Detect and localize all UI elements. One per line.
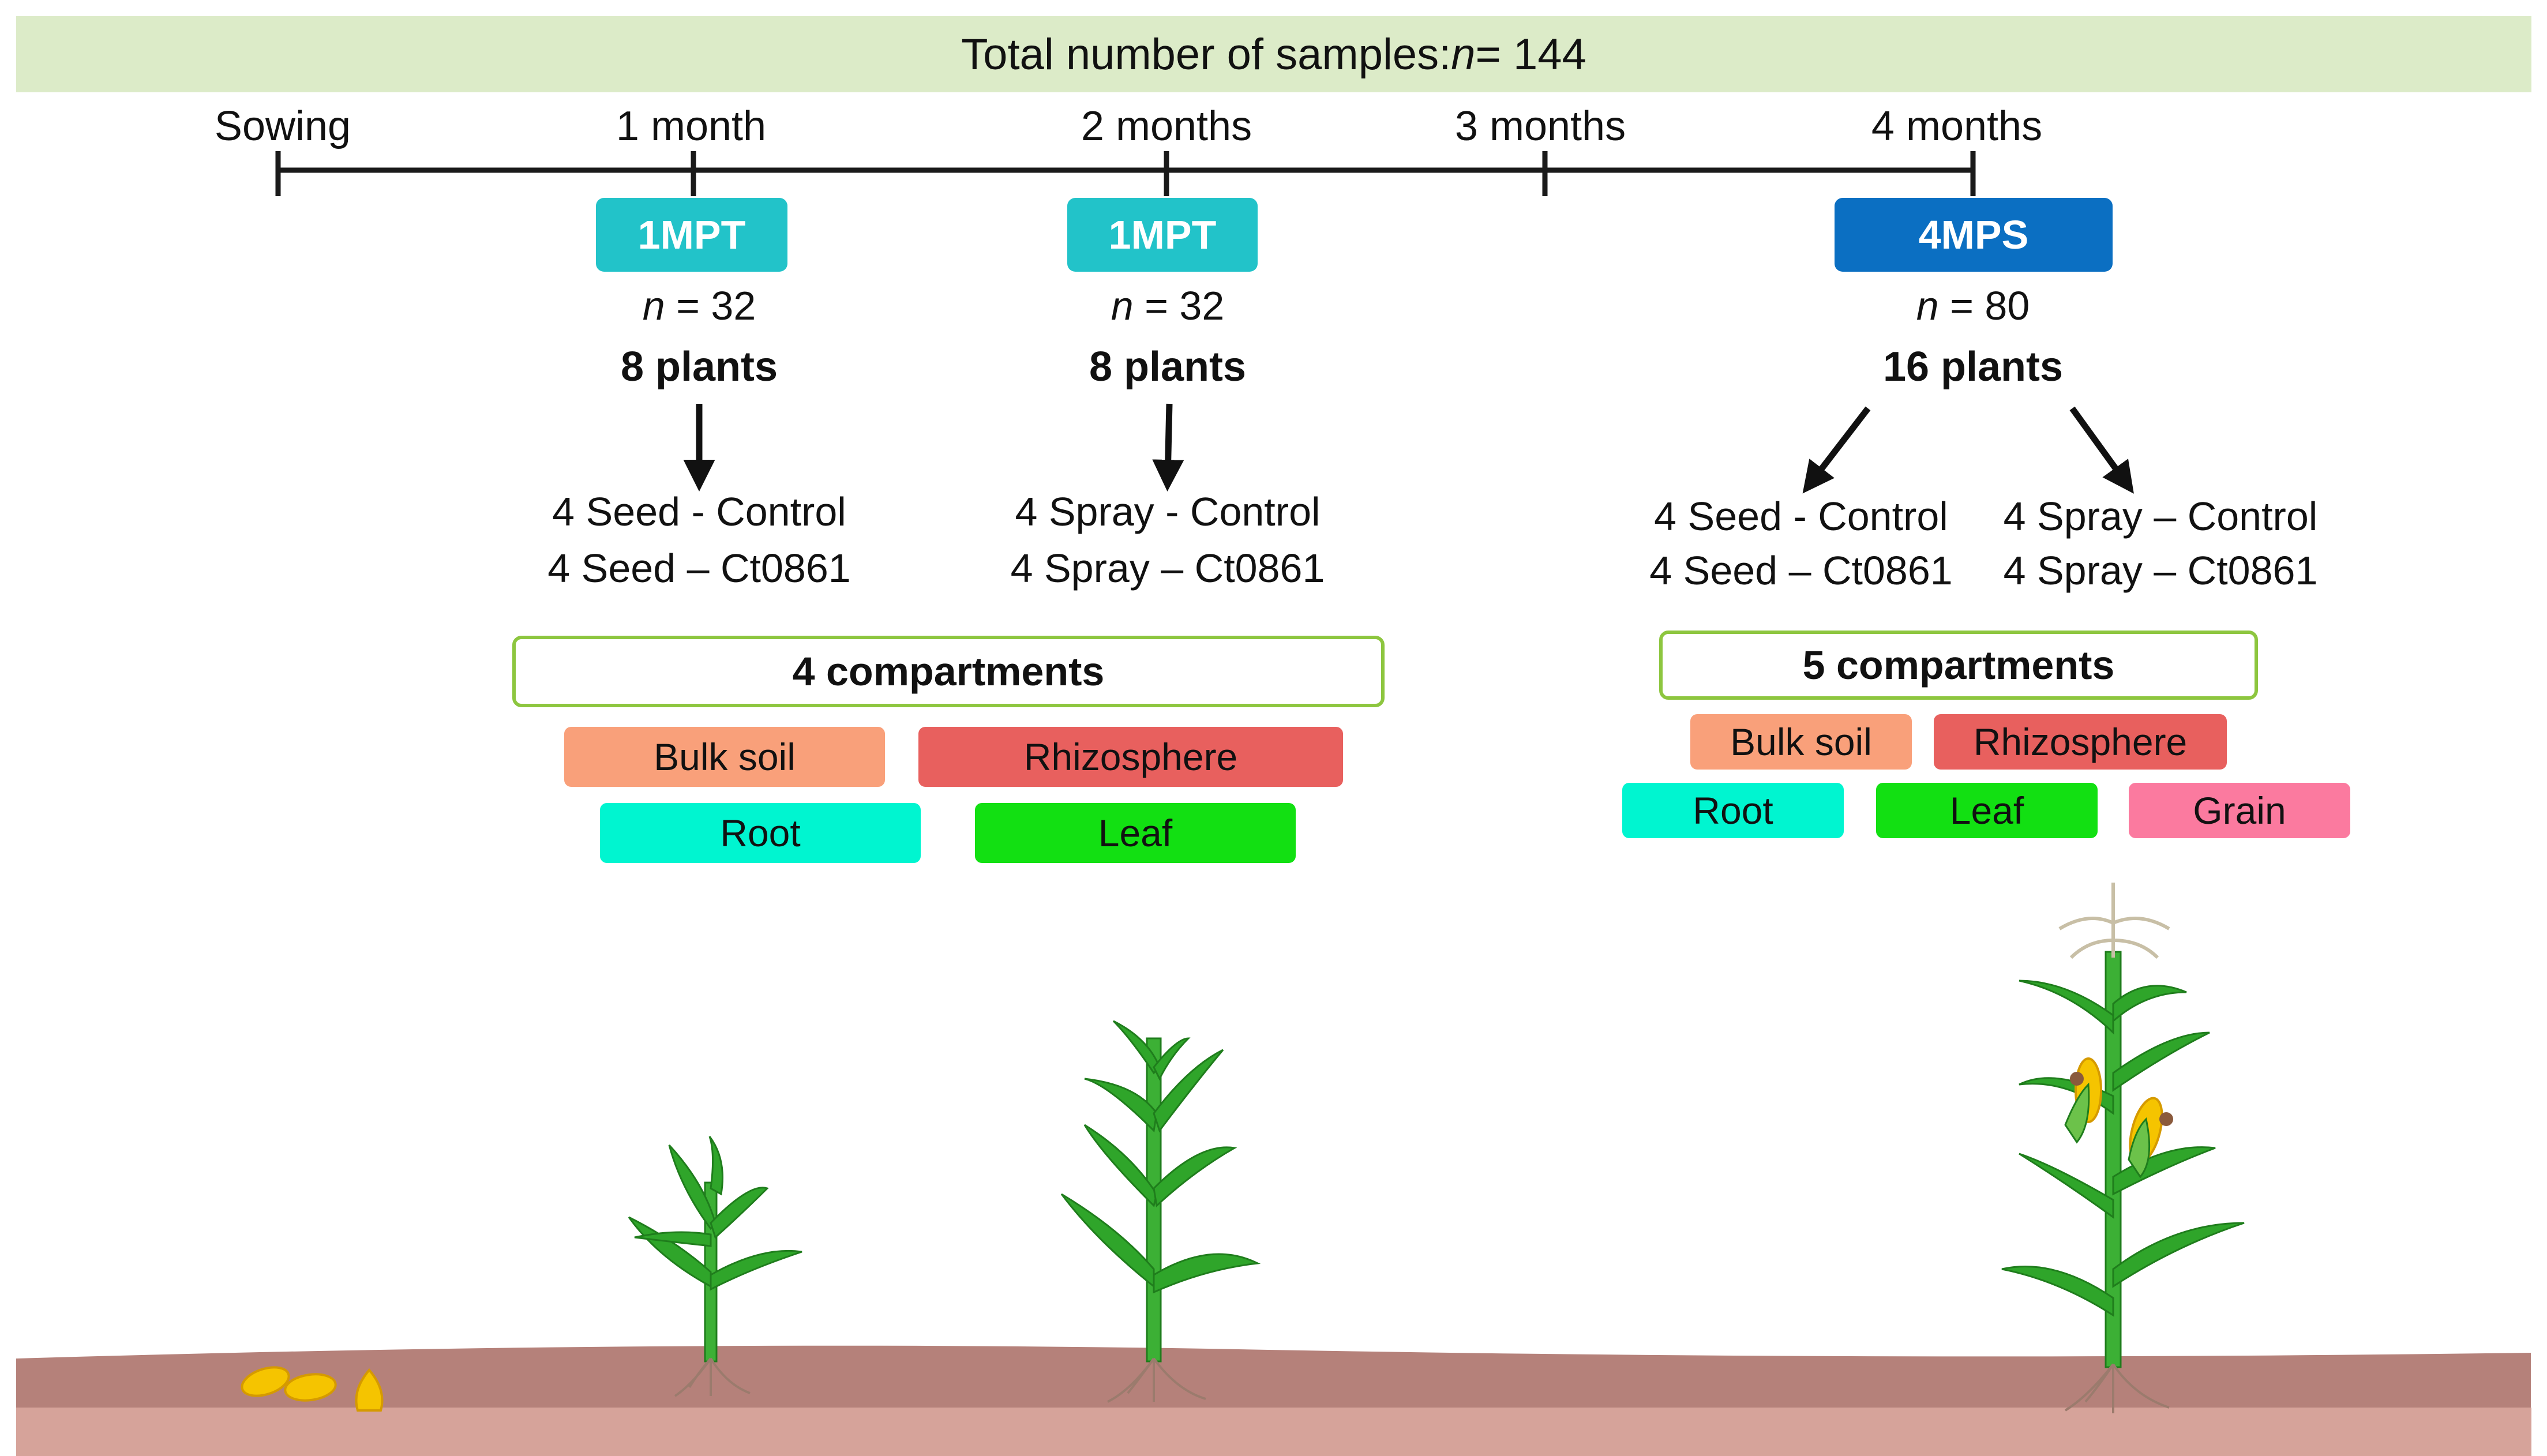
chip-early-rhizosphere: Rhizosphere xyxy=(918,727,1343,787)
stage2-n-symbol: n xyxy=(1111,283,1134,328)
timeline-label-1-month: 1 month xyxy=(616,103,767,149)
total-samples-banner: Total number of samples: n = 144 xyxy=(16,16,2531,92)
stage1-n: n = 32 xyxy=(643,283,756,329)
stage1-plants: 8 plants xyxy=(620,344,778,390)
timeline-label-4-months: 4 months xyxy=(1871,103,2043,149)
chip-late-grain: Grain xyxy=(2129,783,2350,838)
timeline-label-sowing: Sowing xyxy=(214,103,351,149)
stage3-seed-control: 4 Seed - Control xyxy=(1654,494,1948,539)
stage3-tag: 4MPS xyxy=(1835,198,2113,272)
timeline-label-3-months: 3 months xyxy=(1454,103,1626,149)
small-plant-icon xyxy=(628,1136,802,1397)
stage3-spray-control: 4 Spray – Control xyxy=(2003,494,2318,539)
stage2-n-value: = 32 xyxy=(1133,283,1225,328)
chip-late-leaf: Leaf xyxy=(1876,783,2098,838)
chip-late-bulk-soil: Bulk soil xyxy=(1690,714,1912,770)
stage3-spray-treatments: 4 Spray – Control 4 Spray – Ct0861 xyxy=(2004,489,2318,598)
stage2-treatment-control: 4 Spray - Control xyxy=(1015,489,1321,534)
stage1-tag: 1MPT xyxy=(596,198,787,272)
seed-icons xyxy=(241,1366,384,1412)
stage1-treatment-ct0861: 4 Seed – Ct0861 xyxy=(547,546,851,591)
banner-n: n xyxy=(1451,29,1476,79)
stage1-treatment-control: 4 Seed - Control xyxy=(552,489,846,534)
timeline-axis xyxy=(275,151,1976,196)
stage3-n-symbol: n xyxy=(1916,283,1939,328)
tassel xyxy=(2058,883,2170,959)
compartments-early-box: 4 compartments xyxy=(512,636,1385,707)
stage1-n-value: = 32 xyxy=(665,283,756,328)
banner-suffix: = 144 xyxy=(1475,29,1586,79)
stage1-n-symbol: n xyxy=(642,283,665,328)
stage3-plants: 16 plants xyxy=(1882,344,2064,390)
compartments-late-box: 5 compartments xyxy=(1659,631,2258,700)
stage1-treatments: 4 Seed - Control 4 Seed – Ct0861 xyxy=(547,483,850,596)
stage2-treatment-ct0861: 4 Spray – Ct0861 xyxy=(1010,546,1325,591)
arrow-stage3-right xyxy=(2069,406,2134,494)
stage3-n-value: = 80 xyxy=(1938,283,2030,328)
stage2-n: n = 32 xyxy=(1111,283,1225,329)
mature-plant-icon xyxy=(2001,883,2245,1413)
stage2-treatments: 4 Spray - Control 4 Spray – Ct0861 xyxy=(1011,483,1325,596)
chip-early-leaf: Leaf xyxy=(975,803,1296,863)
banner-prefix: Total number of samples: xyxy=(961,29,1451,79)
stage3-spray-ct0861: 4 Spray – Ct0861 xyxy=(2003,548,2318,593)
medium-plant-icon xyxy=(1060,1020,1261,1403)
soil-ground xyxy=(16,1345,2531,1456)
stage2-plants: 8 plants xyxy=(1089,344,1247,390)
chip-late-root: Root xyxy=(1622,783,1844,838)
arrow-stage3-left xyxy=(1802,406,1871,494)
chip-late-rhizosphere: Rhizosphere xyxy=(1934,714,2227,770)
chip-early-bulk-soil: Bulk soil xyxy=(564,727,885,787)
stage3-seed-ct0861: 4 Seed – Ct0861 xyxy=(1649,548,1953,593)
arrow-stage2 xyxy=(1152,403,1184,491)
stage3-seed-treatments: 4 Seed - Control 4 Seed – Ct0861 xyxy=(1649,489,1952,598)
stage3-n: n = 80 xyxy=(1916,283,2030,329)
stage-arrows xyxy=(683,403,2134,494)
chip-early-root: Root xyxy=(600,803,921,863)
timeline-label-2-months: 2 months xyxy=(1081,103,1252,149)
stage2-tag: 1MPT xyxy=(1067,198,1258,272)
